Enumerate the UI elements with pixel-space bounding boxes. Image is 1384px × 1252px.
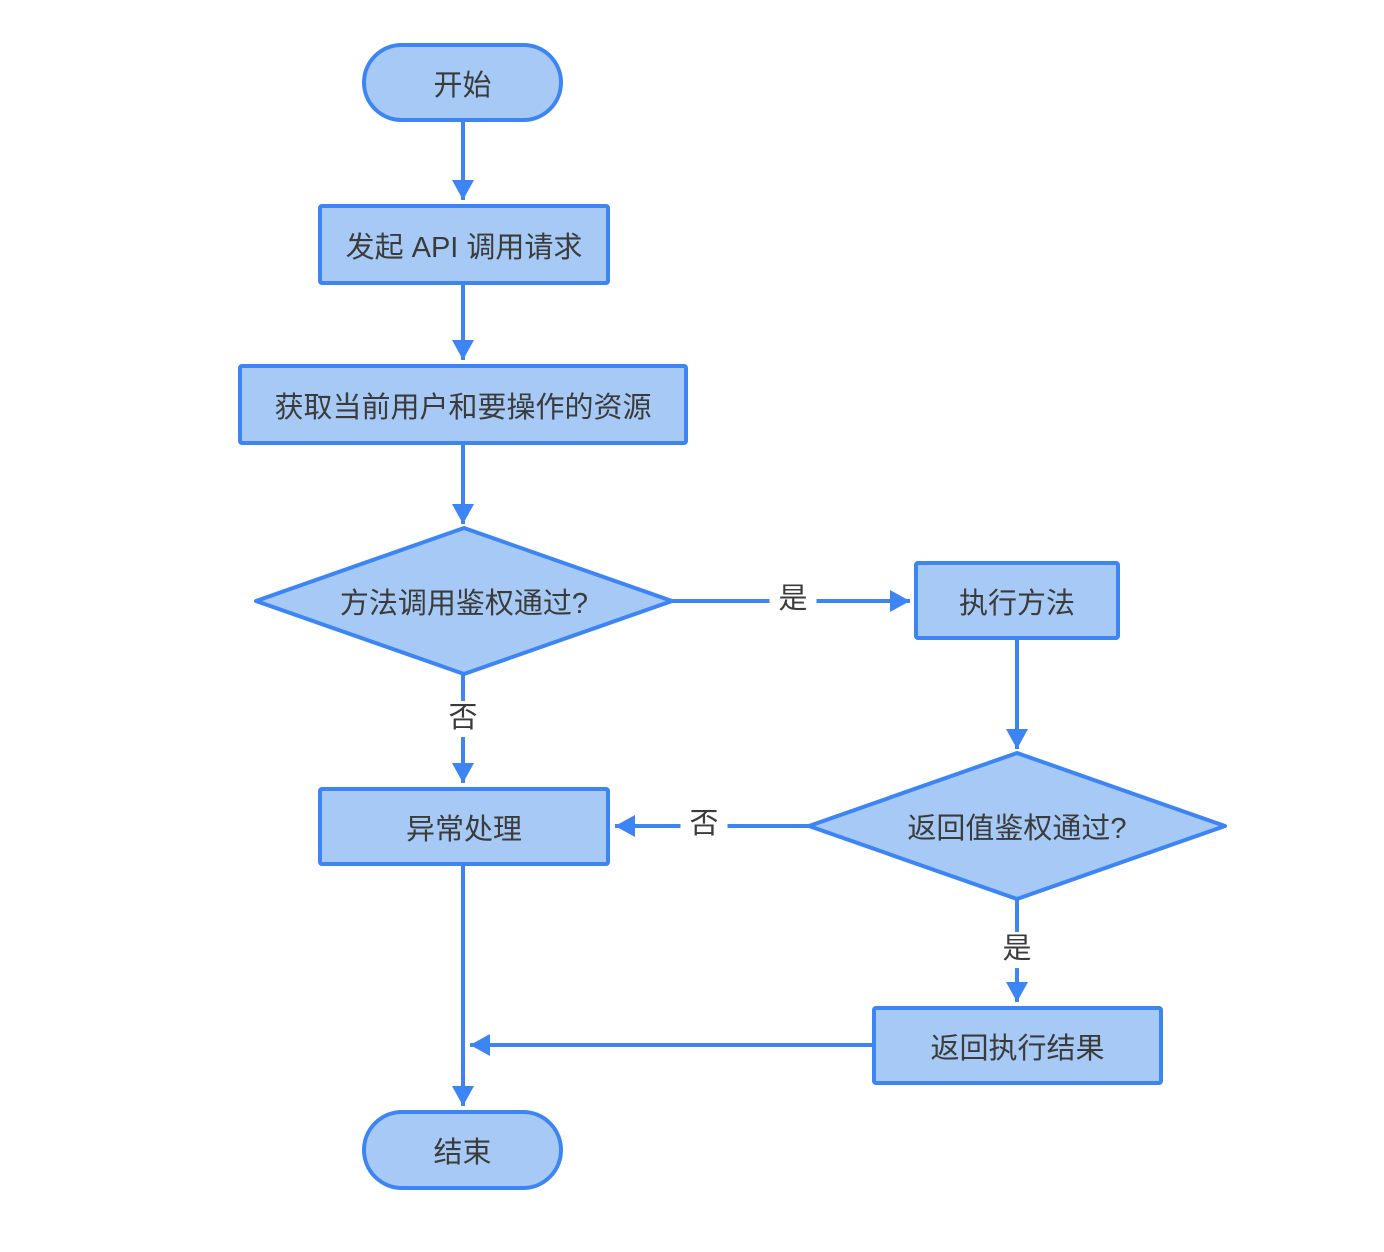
edge-label-return-auth-yes: 是 <box>993 932 1041 968</box>
node-return-result: 返回执行结果 <box>872 1006 1163 1085</box>
node-start-label: 开始 <box>433 69 492 102</box>
edge-label-return-auth-no: 否 <box>680 807 728 843</box>
node-initiate-api-request: 发起 API 调用请求 <box>318 204 610 285</box>
decision-method-auth-shape <box>254 526 674 676</box>
node-end: 结束 <box>362 1110 563 1190</box>
node-get-user-resource: 获取当前用户和要操作的资源 <box>238 364 688 445</box>
node-return-result-label: 返回执行结果 <box>930 1032 1105 1065</box>
node-initiate-api-request-label: 发起 API 调用请求 <box>345 231 583 264</box>
node-return-auth-label: 返回值鉴权通过? <box>907 813 1127 845</box>
node-start: 开始 <box>362 43 563 122</box>
node-exception-handling-label: 异常处理 <box>405 813 522 846</box>
edge-label-method-auth-no: 否 <box>439 701 487 737</box>
node-end-label: 结束 <box>433 1137 492 1169</box>
decision-return-auth-shape <box>807 751 1227 901</box>
node-exception-handling: 异常处理 <box>318 787 610 866</box>
edge-label-method-auth-yes: 是 <box>769 582 817 618</box>
node-execute-method: 执行方法 <box>914 561 1120 640</box>
node-method-auth-label: 方法调用鉴权通过? <box>339 588 589 620</box>
node-get-user-resource-label: 获取当前用户和要操作的资源 <box>274 391 652 424</box>
node-execute-method-label: 执行方法 <box>958 587 1075 620</box>
